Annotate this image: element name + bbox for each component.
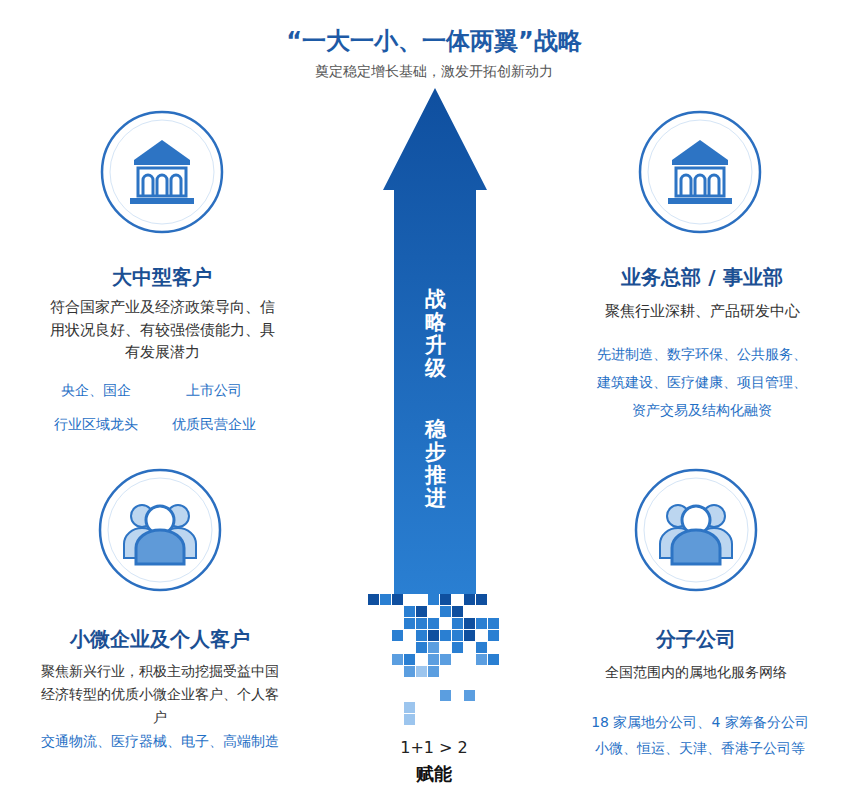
mosaic-pixel bbox=[428, 642, 439, 653]
subtitle: 奠定稳定增长基础，激发开拓创新动力 bbox=[224, 62, 644, 80]
node-item: 央企、国企 bbox=[36, 381, 156, 401]
mosaic-pixel bbox=[404, 702, 415, 713]
mosaic-pixel bbox=[392, 630, 403, 641]
mosaic-pixel bbox=[416, 618, 427, 629]
mosaic-pixel bbox=[416, 666, 427, 677]
mosaic-pixel bbox=[476, 594, 487, 605]
mosaic-pixel bbox=[476, 618, 487, 629]
mosaic-pixel bbox=[404, 618, 415, 629]
mosaic-pixel bbox=[368, 594, 379, 605]
node-item: 18 家属地分公司、4 家筹备分公司 小微、恒运、天津、香港子公司等 bbox=[583, 710, 817, 762]
node-body: 聚焦行业深耕、产品研发中心 bbox=[572, 300, 832, 323]
mosaic-pixel bbox=[488, 618, 499, 629]
node-heading: 大中型客户 bbox=[47, 264, 277, 290]
node-body: 全国范围内的属地化服务网络 bbox=[576, 662, 816, 683]
mosaic-pixel bbox=[428, 618, 439, 629]
mosaic-pixel bbox=[452, 618, 463, 629]
node-item: 优质民营企业 bbox=[154, 415, 274, 435]
mosaic-pixel bbox=[464, 594, 475, 605]
mosaic-pixel bbox=[404, 714, 415, 725]
node-heading: 业务总部 / 事业部 bbox=[572, 264, 832, 290]
mosaic-pixel bbox=[416, 642, 427, 653]
mosaic-pixel bbox=[416, 606, 427, 617]
mosaic-pixel bbox=[488, 630, 499, 641]
mosaic-pixel bbox=[428, 666, 439, 677]
mosaic-pixel bbox=[440, 630, 451, 641]
mosaic-pixel bbox=[392, 594, 403, 605]
icon-circle bbox=[638, 110, 762, 234]
mosaic-pixel bbox=[440, 654, 451, 665]
mosaic-pixel bbox=[464, 618, 475, 629]
arrow-text: 稳步推进 bbox=[425, 418, 446, 510]
strategy-arrow: 战略升级稳步推进 bbox=[380, 86, 490, 596]
node-body: 聚焦新兴行业，积极主动挖掘受益中国经济转型的优质小微企业客户、个人客户 bbox=[37, 660, 283, 729]
mosaic-pixel bbox=[476, 642, 487, 653]
mosaic-pixel bbox=[404, 654, 415, 665]
mosaic-pixel bbox=[428, 630, 439, 641]
mosaic-pixel bbox=[428, 594, 439, 605]
node-item: 行业区域龙头 bbox=[36, 415, 156, 435]
mosaic-pixel bbox=[380, 594, 391, 605]
node-heading: 分子公司 bbox=[576, 626, 816, 652]
diagram-title: “一大一小、一体两翼”战略 bbox=[184, 26, 684, 57]
mosaic-pixel bbox=[440, 606, 451, 617]
mosaic-pixel bbox=[392, 654, 403, 665]
mosaic-pixel bbox=[452, 606, 463, 617]
node-item: 交通物流、医疗器械、电子、高端制造 bbox=[25, 732, 295, 752]
empower-label: 赋能 bbox=[384, 762, 484, 785]
mosaic-pixel bbox=[464, 630, 475, 641]
mosaic-pixel bbox=[464, 690, 475, 701]
mosaic-pixel bbox=[488, 654, 499, 665]
mosaic-pixel bbox=[452, 630, 463, 641]
icon-circle bbox=[100, 110, 224, 234]
node-body: 符合国家产业及经济政策导向、信用状况良好、有较强偿债能力、具有发展潜力 bbox=[44, 296, 280, 364]
formula-label: 1+1 > 2 bbox=[384, 738, 484, 759]
mosaic-pixel bbox=[476, 654, 487, 665]
icon-circle bbox=[98, 468, 222, 592]
node-item: 先进制造、数字环保、公共服务、建筑建设、医疗健康、项目管理、资产交易及结构化融资 bbox=[593, 340, 811, 424]
node-item: 上市公司 bbox=[154, 381, 274, 401]
icon-circle bbox=[634, 468, 758, 592]
mosaic-pixel bbox=[416, 630, 427, 641]
mosaic-pixel bbox=[428, 654, 439, 665]
mosaic-pixel bbox=[404, 606, 415, 617]
node-heading: 小微企业及个人客户 bbox=[25, 626, 295, 652]
branch-group: 分子公司全国范围内的属地化服务网络18 家属地分公司、4 家筹备分公司 小微、恒… bbox=[634, 468, 758, 592]
mosaic-pixel bbox=[440, 690, 451, 701]
business-group: 业务总部 / 事业部聚焦行业深耕、产品研发中心先进制造、数字环保、公共服务、建筑… bbox=[638, 110, 762, 234]
mosaic-pixel bbox=[440, 594, 451, 605]
mosaic-pixel bbox=[452, 642, 463, 653]
client-group: 小微企业及个人客户聚焦新兴行业，积极主动挖掘受益中国经济转型的优质小微企业客户、… bbox=[98, 468, 222, 592]
arrow-text: 战略升级 bbox=[425, 288, 446, 380]
client-group: 大中型客户符合国家产业及经济政策导向、信用状况良好、有较强偿债能力、具有发展潜力… bbox=[100, 110, 224, 234]
mosaic-pixel bbox=[404, 666, 415, 677]
